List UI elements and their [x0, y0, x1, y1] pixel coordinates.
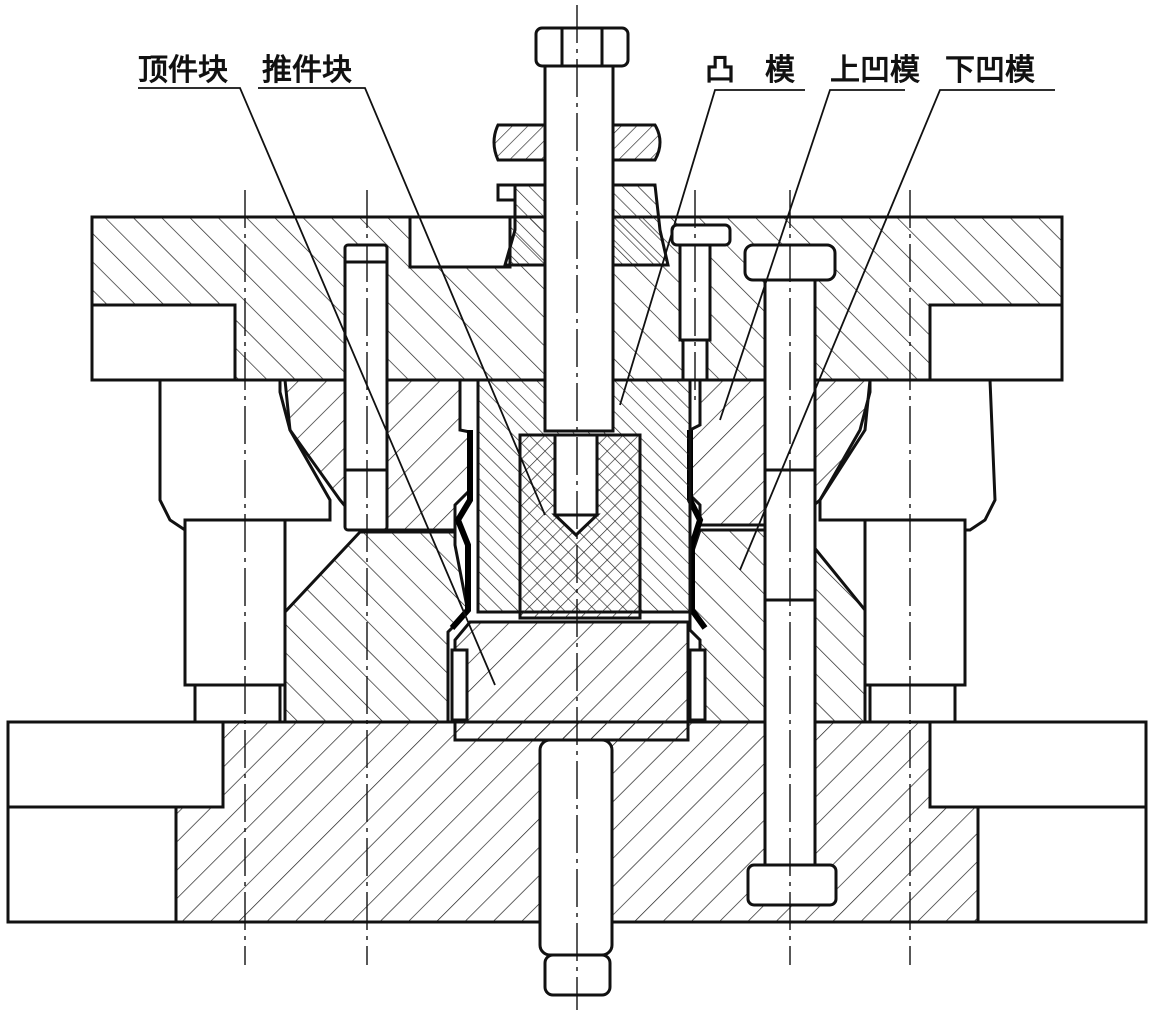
punch — [518, 433, 642, 620]
label-pusher-block: 推件块 — [262, 53, 352, 88]
small-screw — [670, 223, 732, 382]
right-guide-column — [818, 378, 997, 724]
label-upper-die: 上凹模 — [830, 53, 920, 88]
center-bolt — [492, 26, 670, 433]
label-punch: 凸 模 — [705, 53, 795, 88]
bottom-pin — [538, 738, 614, 997]
ejector-block — [450, 620, 707, 742]
leader-lines — [138, 87, 1055, 686]
label-lower-die: 下凹模 — [945, 53, 1035, 88]
label-ejector-block: 顶件块 — [138, 53, 228, 88]
left-guide-column — [158, 378, 332, 724]
center-lines — [244, 5, 911, 1010]
dowel-pin-left — [343, 243, 389, 532]
lower-die-left — [283, 530, 470, 724]
